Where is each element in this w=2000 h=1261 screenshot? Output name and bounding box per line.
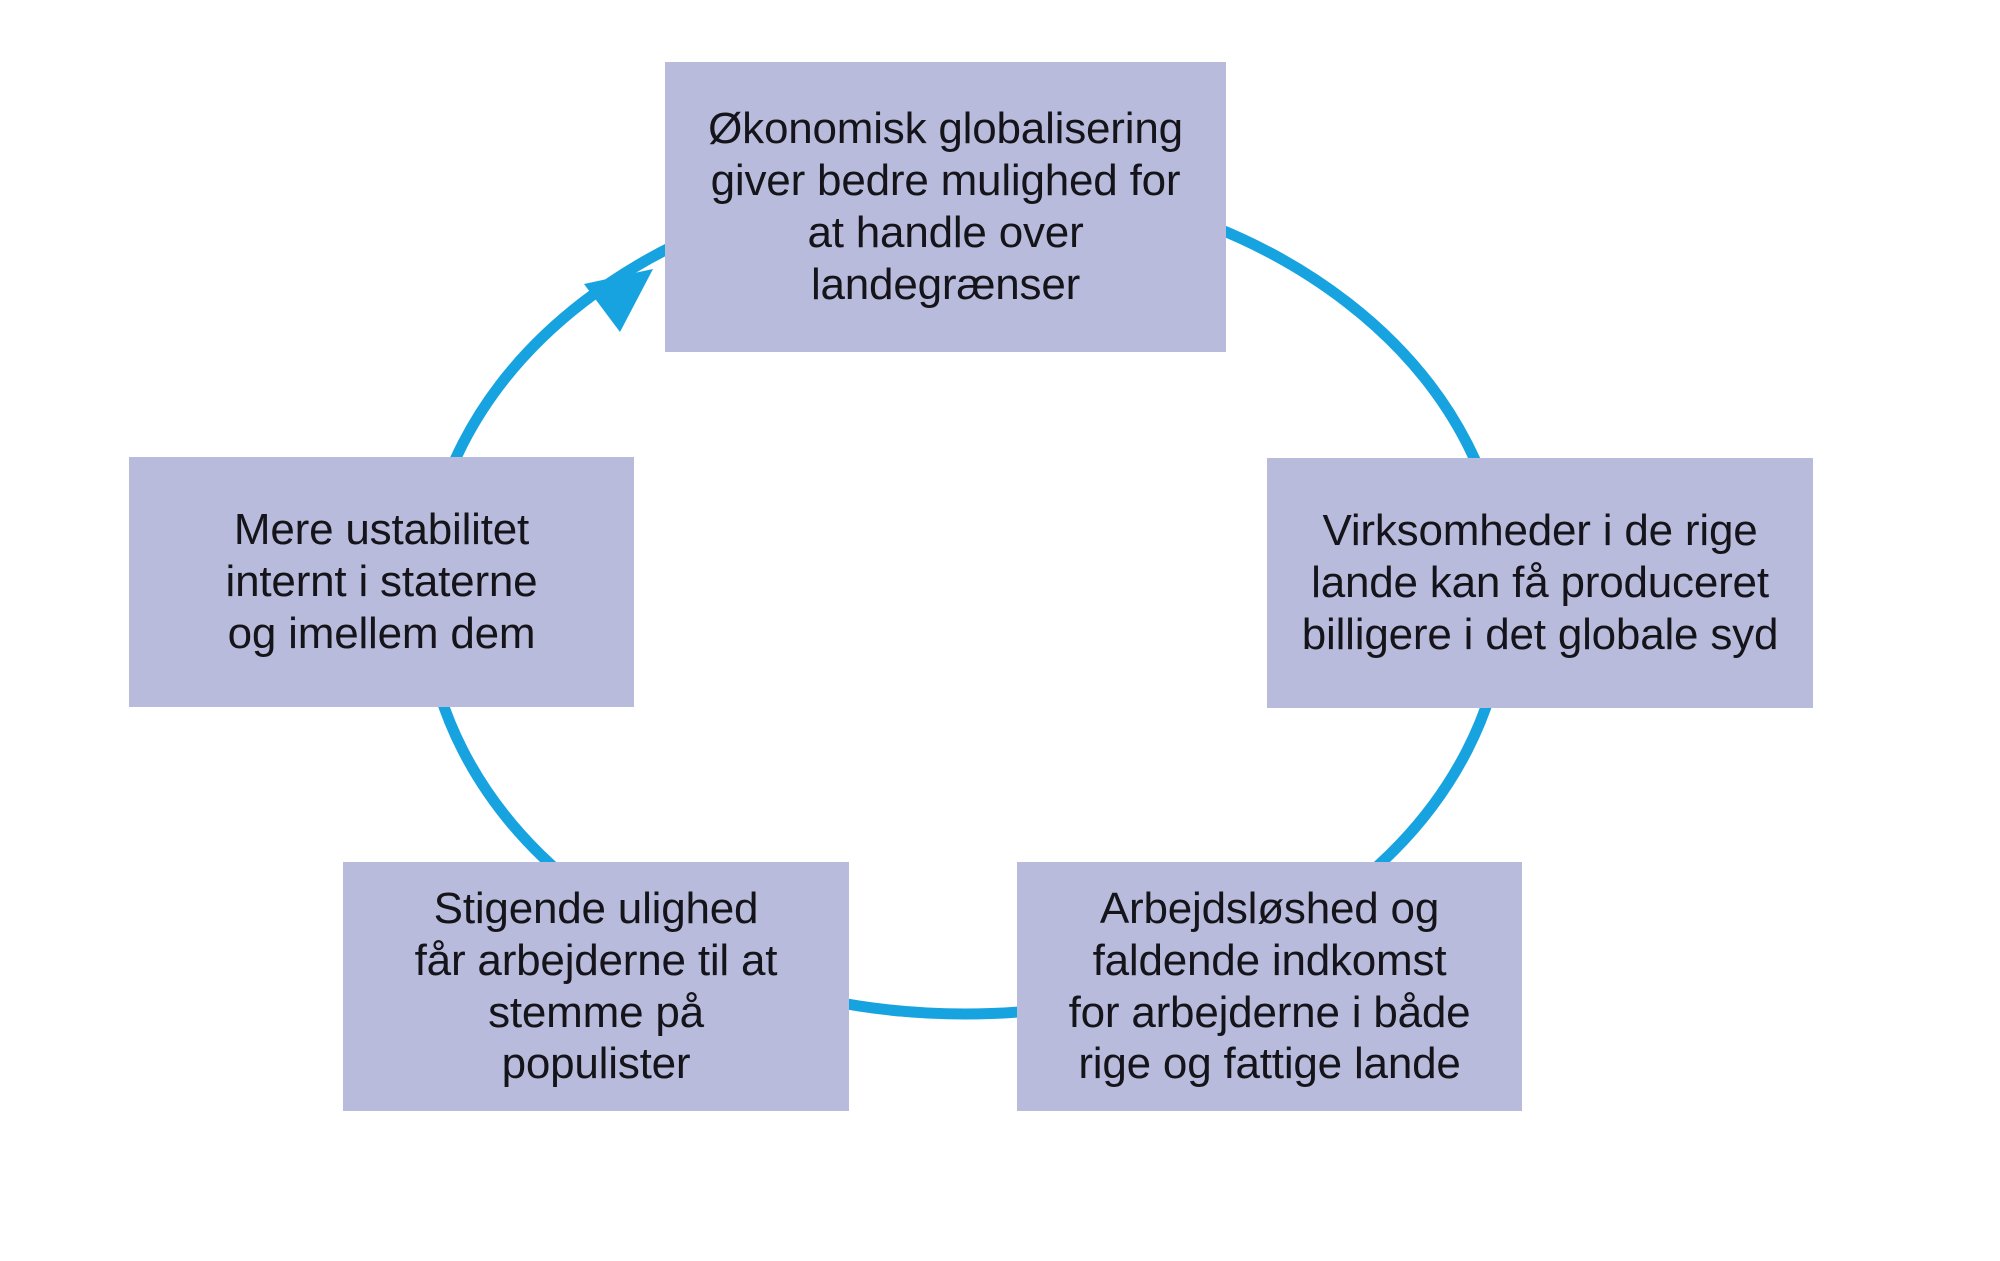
cycle-node-bottom-left-label: Stigende ulighed får arbejderne til at s… <box>414 883 778 1089</box>
arrowhead-icon <box>584 269 653 332</box>
cycle-node-top: Økonomisk globalisering giver bedre muli… <box>665 62 1226 352</box>
cycle-node-right: Virksomheder i de rige lande kan få prod… <box>1267 458 1813 708</box>
cycle-node-left-label: Mere ustabilitet internt i staterne og i… <box>225 505 538 658</box>
cycle-node-left: Mere ustabilitet internt i staterne og i… <box>129 457 634 707</box>
cycle-node-right-label: Virksomheder i de rige lande kan få prod… <box>1301 506 1779 659</box>
cycle-node-bottom-right-label: Arbejdsløshed og faldende indkomst for a… <box>1068 883 1471 1089</box>
cycle-node-top-label: Økonomisk globalisering giver bedre muli… <box>708 104 1183 309</box>
cycle-node-bottom-left: Stigende ulighed får arbejderne til at s… <box>343 862 849 1111</box>
cycle-node-bottom-right: Arbejdsløshed og faldende indkomst for a… <box>1017 862 1522 1111</box>
